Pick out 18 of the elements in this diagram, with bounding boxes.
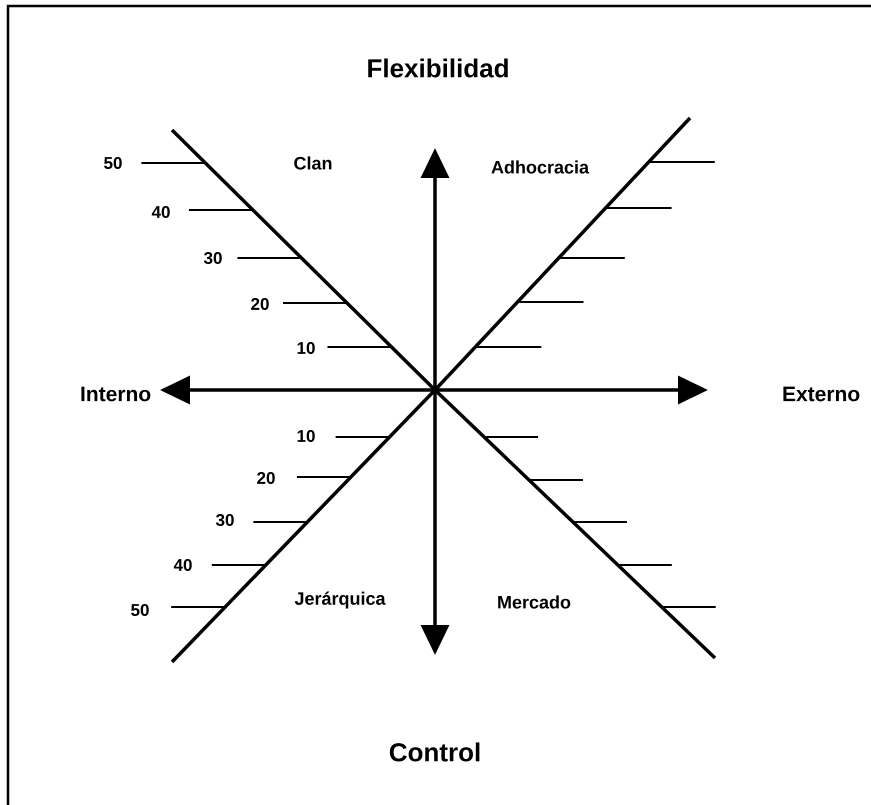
scale-number: 10 bbox=[298, 430, 315, 442]
axis-label: Interno bbox=[81, 386, 150, 402]
quadrant-label: Clan bbox=[294, 156, 332, 170]
axis-label: Flexibilidad bbox=[368, 58, 508, 78]
axis-label: Control bbox=[390, 742, 480, 762]
quadrant-label: Adhocracia bbox=[491, 160, 590, 174]
scale-number: 20 bbox=[251, 298, 269, 310]
scale-number: 40 bbox=[152, 206, 170, 218]
scale-number: 10 bbox=[298, 342, 315, 354]
scale-number: 30 bbox=[204, 252, 222, 264]
scale-number: 40 bbox=[174, 558, 192, 572]
axis-label: Externo bbox=[783, 386, 860, 402]
quadrant-label: Mercado bbox=[498, 595, 570, 609]
scale-number: 20 bbox=[257, 472, 275, 484]
scale-number: 50 bbox=[131, 604, 149, 616]
quadrant-label: Jerárquica bbox=[294, 592, 386, 608]
scale-number: 30 bbox=[216, 514, 234, 526]
scale-number: 50 bbox=[104, 156, 122, 170]
